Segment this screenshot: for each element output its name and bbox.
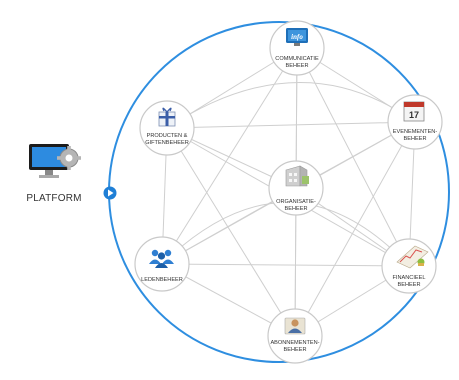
platform[interactable]: PLATFORM	[14, 138, 94, 204]
calendar-day-text: 17	[409, 110, 419, 120]
label-line-1: FINANCIEEL	[393, 275, 426, 281]
label-line-1: PRODUCTEN &	[147, 133, 188, 139]
label-line-2: BEHEER	[285, 63, 308, 69]
label-line-2: BEHEER	[397, 282, 420, 288]
monitor-gear-icon	[29, 144, 81, 178]
label-line-1: ABONNEMENTEN-	[270, 340, 319, 346]
platform-label: PLATFORM	[26, 193, 82, 204]
node-producten-giftenbeheer[interactable]: PRODUCTEN & GIFTENBEHEER	[139, 100, 195, 156]
building-icon	[285, 165, 309, 187]
members-group-icon	[149, 249, 174, 268]
label-line-1: LEDENBEHEER	[141, 277, 183, 283]
label-line-1: EVENEMENTEN-	[393, 129, 438, 135]
node-financieel-beheer[interactable]: FINANCIEEL BEHEER	[381, 238, 437, 294]
label-line-2: GIFTENBEHEER	[145, 140, 189, 146]
node-communicatie-beheer[interactable]: info COMMUNICATIE BEHEER	[269, 20, 325, 76]
ring-arrow-icon[interactable]	[103, 186, 117, 200]
node-evenementen-beheer[interactable]: 17 EVENEMENTEN- BEHEER	[387, 94, 443, 150]
node-abonnementen-beheer[interactable]: ABONNEMENTEN- BEHEER	[267, 308, 323, 364]
node-organisatie-beheer[interactable]: ORGANISATIE- BEHEER	[268, 160, 324, 216]
node-ledenbeheer[interactable]: LEDENBEHEER	[134, 236, 190, 292]
gift-icon	[158, 107, 176, 127]
label-line-2: BEHEER	[283, 347, 306, 353]
info-monitor-icon: info	[286, 28, 308, 46]
label-line-2: BEHEER	[403, 136, 426, 142]
label-line-1: COMMUNICATIE	[275, 56, 319, 62]
calendar-icon: 17	[403, 101, 425, 122]
subscription-person-icon	[284, 317, 306, 335]
finance-chart-icon	[396, 245, 429, 269]
label-line-1: ORGANISATIE-	[276, 199, 316, 205]
info-icon-text: info	[291, 33, 303, 41]
label-line-2: BEHEER	[284, 206, 307, 212]
